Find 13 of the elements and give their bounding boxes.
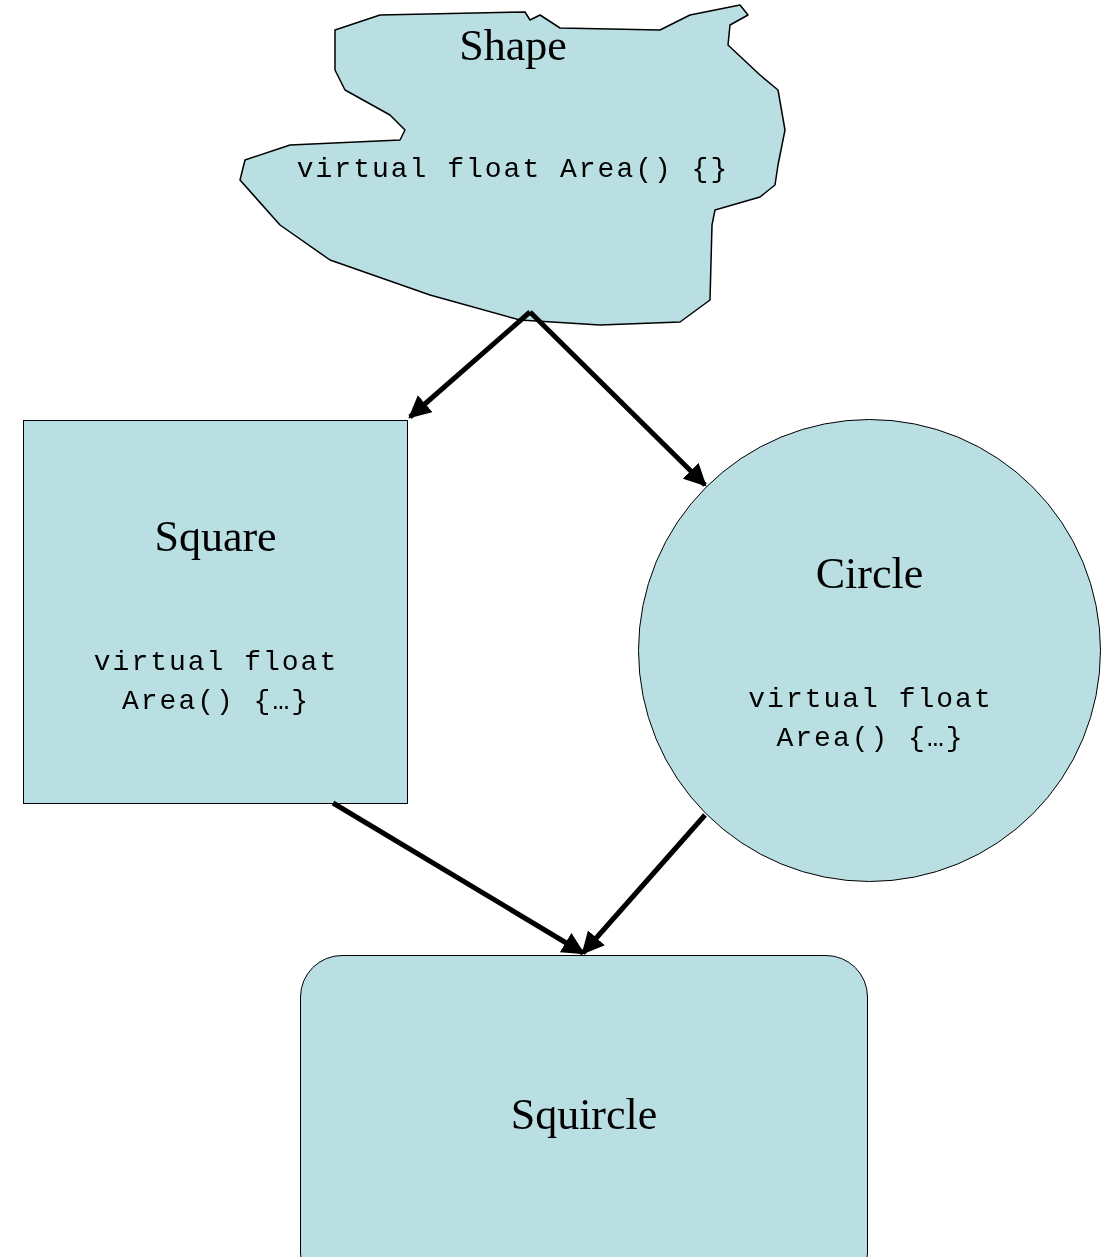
method-signature: virtual float Area() {} xyxy=(295,153,731,187)
arrow xyxy=(408,310,532,419)
method-signature: virtual float Area() {…} xyxy=(92,646,340,720)
square-box xyxy=(23,420,408,804)
method-signature: virtual float Area() {…} xyxy=(747,683,994,757)
rounded-box xyxy=(300,955,868,1257)
node-title: Square xyxy=(153,513,278,562)
node-title: Shape xyxy=(458,22,568,71)
arrow xyxy=(331,800,585,956)
node-title: Circle xyxy=(814,550,925,599)
arrow xyxy=(528,310,707,487)
arrow xyxy=(581,813,707,955)
node-title: Squircle xyxy=(509,1091,659,1140)
